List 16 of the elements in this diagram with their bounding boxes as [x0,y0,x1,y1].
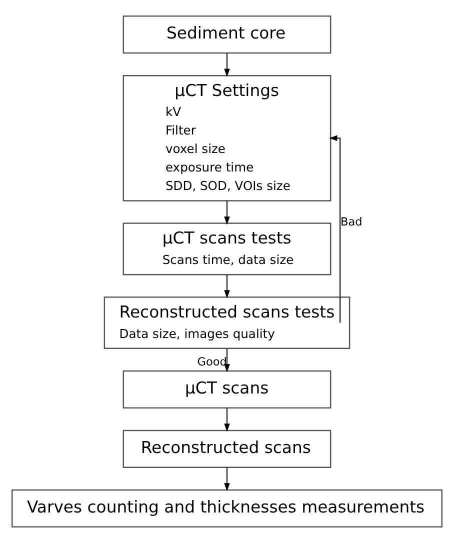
node-box: µCT Settings kV Filter voxel size exposure time SDD, SOD, VOIs size [122,74,332,202]
arrow [224,201,230,225]
arrow [224,53,230,77]
arrow [224,348,230,372]
arrow [224,408,230,432]
node-box: µCT scans tests Scans time, data size [122,222,332,276]
arrow [329,135,341,323]
node-box: µCT scans [122,370,332,409]
arrow [224,274,230,298]
edge-label: Good [197,356,227,369]
arrow [224,467,230,492]
edge-label: Bad [340,216,362,229]
node-box: Sediment core [122,16,332,54]
node-box: Varves counting and thicknesses measurements [12,489,442,528]
node-box: Reconstructed scans tests Data size, images quality [104,296,350,350]
node-box: Reconstructed scans [122,430,332,468]
